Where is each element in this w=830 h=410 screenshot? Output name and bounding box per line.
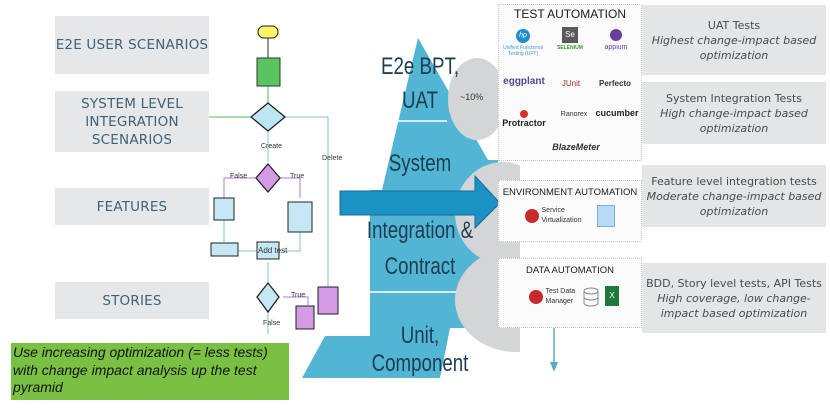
flowchart-label-true: True	[290, 173, 305, 180]
level-box-features: FEATURES	[55, 188, 209, 225]
tier-label-line: Contract	[384, 253, 456, 280]
description-subtitle: Moderate change-impact based optimizatio…	[646, 189, 822, 218]
level-box-e2e-user-scenarios: E2E USER SCENARIOS	[55, 16, 209, 74]
level-box-system-integration: SYSTEM LEVEL INTEGRATION SCENARIOS	[55, 91, 209, 152]
flowchart-process-node	[256, 57, 281, 87]
tier-label-line: UAT	[401, 87, 439, 114]
top-share-value: ~10%	[460, 92, 484, 102]
flowchart-add-test-node	[256, 241, 280, 260]
description-subtitle: High coverage, low change-impact based o…	[657, 291, 811, 320]
perfecto-logo: Perfecto	[598, 79, 631, 88]
eggplant-logo: eggplant	[503, 76, 545, 87]
arrow-down-icon	[550, 328, 558, 372]
appium-icon	[610, 29, 622, 41]
flowchart-decision-node	[256, 281, 280, 314]
description-bdd-story: BDD, Story level tests, API Tests High c…	[642, 263, 826, 333]
logo-caption: appium	[604, 44, 628, 51]
test-data-manager-logo: Test Data Manager	[529, 287, 579, 307]
blazemeter-logo: BlazeMeter	[552, 142, 600, 152]
logo-caption: SELENIUM	[557, 45, 583, 51]
hp-icon: hp	[516, 29, 530, 43]
selenium-icon: Se	[562, 27, 578, 43]
flowchart-process-node	[287, 201, 313, 233]
junit-logo: JUnit	[561, 79, 581, 88]
arrow-right-icon	[339, 174, 501, 230]
flowchart	[209, 25, 339, 334]
level-label: SYSTEM LEVEL INTEGRATION SCENARIOS	[81, 95, 183, 148]
environment-automation-panel: ENVIRONMENT AUTOMATION Service Virtualiz…	[498, 180, 642, 242]
top-share-circle	[448, 58, 506, 140]
ranorex-logo: Ranorex	[560, 111, 588, 118]
pyramid-tier-system-label: System	[373, 150, 467, 178]
flowchart-label-add-test: Add test	[258, 246, 288, 255]
flowchart-connectors	[209, 38, 329, 334]
description-title: Feature level integration tests	[651, 174, 817, 188]
level-label: E2E USER SCENARIOS	[55, 37, 209, 53]
ca-icon	[529, 290, 543, 304]
selenium-logo: Se SELENIUM	[555, 27, 585, 53]
description-title: BDD, Story level tests, API Tests	[646, 276, 822, 290]
pyramid-tier-unit-label: Unit, Component	[354, 322, 487, 378]
panel-title: DATA AUTOMATION	[526, 265, 614, 276]
level-label: FEATURES	[96, 198, 168, 215]
tier-label-line: Unit, Component	[371, 322, 469, 377]
flowchart-label-true: True	[291, 292, 306, 299]
flowchart-label-delete: Delete	[322, 155, 343, 162]
logo-caption: Test Data Manager	[545, 288, 576, 305]
pyramid-tier-integration-label: Integration & Contract	[362, 217, 479, 281]
flowchart-process-node	[210, 242, 239, 257]
description-feature-integration: Feature level integration tests Moderate…	[642, 165, 826, 227]
logo-caption: Unified Functional Testing (UFT)	[502, 45, 544, 57]
appium-logo: appium	[597, 29, 635, 53]
description-subtitle: High change-impact based optimization	[660, 106, 808, 135]
description-title: UAT Tests	[707, 18, 761, 32]
protractor-logo: Protractor	[499, 108, 549, 128]
database-icon	[583, 287, 599, 307]
tier-label-line: E2e BPT,	[380, 53, 460, 80]
description-uat: UAT Tests Highest change-impact based op…	[642, 5, 826, 75]
optimization-callout: Use increasing optimization (= less test…	[11, 343, 289, 400]
logo-caption: Service Virtualization	[541, 207, 582, 224]
tier-label-line: System	[388, 150, 452, 177]
cucumber-logo: cucumber	[595, 108, 639, 118]
panel-title: TEST AUTOMATION	[513, 7, 626, 21]
flowchart-start-node	[257, 25, 279, 39]
panel-title: ENVIRONMENT AUTOMATION	[502, 187, 638, 198]
pyramid-tier-uat-label: E2e BPT, UAT	[369, 53, 470, 115]
cube-icon	[597, 205, 615, 227]
flowchart-label-false: False	[263, 320, 281, 327]
hp-uft-logo: hp Unified Functional Testing (UFT)	[501, 29, 545, 57]
service-virtualization-logo: Service Virtualization	[525, 206, 585, 226]
tier-label-line: Integration &	[366, 217, 474, 244]
description-title: System Integration Tests	[665, 91, 803, 105]
protractor-icon	[520, 109, 528, 118]
test-automation-panel: TEST AUTOMATION hp Unified Functional Te…	[498, 4, 642, 161]
description-subtitle: Highest change-impact based optimization	[651, 33, 817, 62]
flowchart-label-false: False	[230, 173, 248, 180]
flowchart-decision-node	[255, 163, 281, 193]
flowchart-process-node	[213, 197, 235, 221]
description-system-integration: System Integration Tests High change-imp…	[642, 82, 826, 144]
excel-icon: X	[605, 286, 619, 306]
flowchart-decision-node	[249, 102, 287, 132]
ca-icon	[525, 209, 539, 223]
flowchart-process-node	[317, 286, 339, 315]
level-box-stories: STORIES	[55, 282, 209, 319]
flowchart-process-node	[295, 305, 315, 330]
data-automation-panel: DATA AUTOMATION Test Data Manager X	[498, 258, 642, 328]
level-label: STORIES	[102, 292, 162, 309]
flowchart-label-create: Create	[261, 143, 283, 150]
logo-caption: Protractor	[502, 118, 546, 128]
